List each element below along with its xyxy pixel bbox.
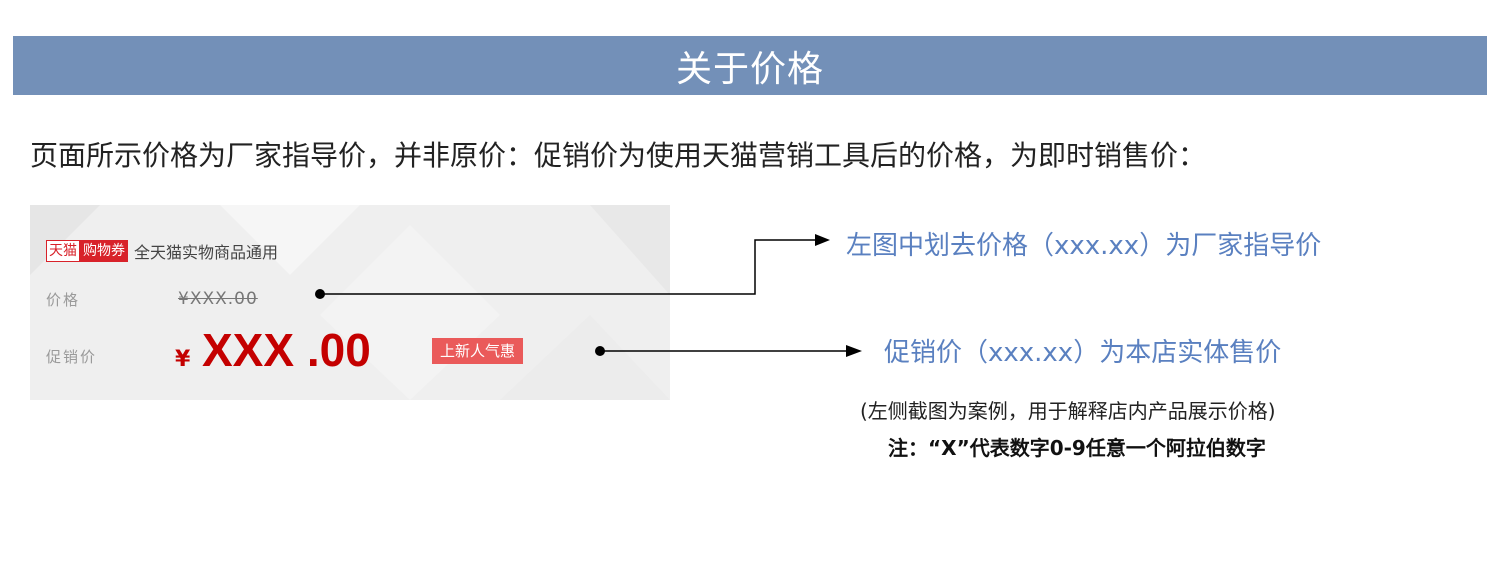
tmall-tag: 天猫 (46, 240, 80, 262)
promo-currency-symbol: ¥ (175, 347, 191, 372)
price-example-card: 天猫 购物券 全天猫实物商品通用 价格 ¥XXX.00 促销价 ¥ XXX .0… (30, 205, 670, 400)
header-banner: 关于价格 (13, 36, 1487, 95)
example-note: (左侧截图为案例，用于解释店内产品展示价格) (860, 399, 1276, 423)
promo-price-arrow (595, 345, 862, 357)
banner-title: 关于价格 (675, 48, 824, 90)
price-label: 价格 (46, 291, 81, 309)
promo-badge: 上新人气惠 (432, 338, 524, 364)
coupon-description: 全天猫实物商品通用 (134, 243, 279, 262)
intro-text: 页面所示价格为厂家指导价，并非原价：促销价为使用天猫营销工具后的价格，为即时销售… (30, 139, 1207, 172)
promo-price-label: 促销价 (46, 348, 98, 366)
digit-note: 注：“X”代表数字0-9任意一个阿拉伯数字 (888, 436, 1266, 460)
guide-price-note: 左图中划去价格（xxx.xx）为厂家指导价 (846, 231, 1322, 261)
coupon-tag: 购物券 (80, 240, 128, 262)
original-price: ¥XXX.00 (178, 289, 258, 309)
coupon-row: 天猫 购物券 全天猫实物商品通用 (46, 239, 278, 263)
promo-price-note: 促销价（xxx.xx）为本店实体售价 (884, 338, 1282, 368)
promo-price: XXX .00 (202, 324, 371, 376)
guide-price-arrow (315, 234, 830, 299)
